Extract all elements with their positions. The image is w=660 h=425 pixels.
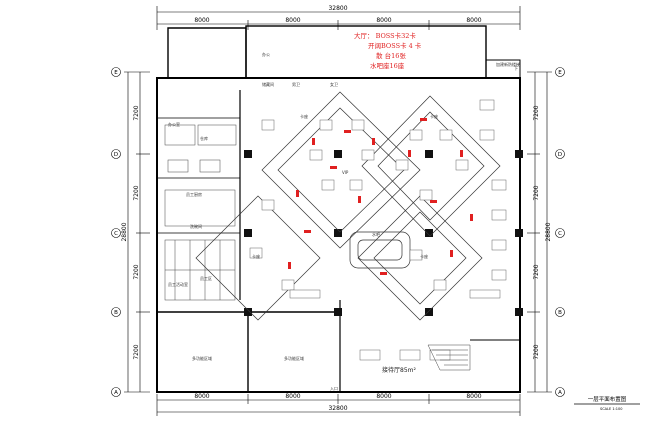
room-top-annex: 办公 (262, 51, 270, 57)
left-dim-3: 7200 (133, 264, 140, 279)
right-dim-1: 7200 (533, 105, 540, 120)
room-lower-a: 多功能区域 (192, 355, 212, 361)
structural-columns (244, 150, 523, 316)
room-vip: VIP (342, 170, 349, 175)
grid-right-b: B (558, 310, 562, 316)
left-dim-2: 7200 (133, 185, 140, 200)
top-dimension-chain: 32800 8000 8000 8000 8000 (156, 5, 521, 30)
right-dimension-chain: 7200 7200 7200 7200 28800 (527, 71, 552, 393)
corner-arrow: 下 (514, 66, 518, 71)
room-office: 办公室 (168, 121, 180, 127)
room-booth-b: 卡座 (430, 113, 438, 119)
right-dim-2: 7200 (533, 185, 540, 200)
right-total-dim: 28800 (545, 222, 552, 241)
grid-left-c: C (114, 231, 118, 237)
grid-left-e: E (114, 70, 118, 76)
room-lower-b: 多功能区域 (284, 355, 304, 361)
room-booth-c: 卡座 (252, 253, 260, 259)
room-booth-d: 卡座 (420, 253, 428, 259)
grid-axis-markers: E D C B A E D C B A (111, 67, 565, 397)
title-block: 一层平面布置图 SCALE 1:100 (574, 395, 640, 411)
bottom-dim-3: 8000 (376, 393, 391, 400)
bottom-dim-2: 8000 (285, 393, 300, 400)
grid-right-d: D (558, 152, 562, 158)
grid-right-e: E (558, 70, 562, 76)
room-lobby: 接待厅85m² (382, 366, 416, 374)
note-bars: 水吧座16座 (370, 61, 405, 70)
room-entrance: 入口 (330, 386, 338, 391)
room-kitchen: 员工厨房 (186, 191, 202, 197)
room-toilet-m: 男卫 (292, 82, 300, 87)
note-side: 开阔BOSS卡 4 卡 (368, 41, 422, 50)
room-staff-a: 员工活动室 (168, 281, 188, 287)
room-toilet-f: 女卫 (330, 81, 338, 87)
left-dim-4: 7200 (133, 344, 140, 359)
top-dim-2: 8000 (285, 17, 300, 24)
room-staff-b: 员工区 (200, 275, 212, 281)
left-service-rooms (164, 124, 237, 301)
drawing-title: 一层平面布置图 (588, 395, 627, 403)
room-labels: 办公 办公室 仓库 员工厨房 洗碗间 员工活动室 员工区 储藏间 男卫 女卫 V… (168, 51, 520, 391)
grid-right-a: A (558, 390, 562, 396)
lobby-stair (427, 344, 471, 371)
diamond-seating (195, 91, 501, 321)
right-dim-3: 7200 (533, 264, 540, 279)
left-total-dim: 28800 (121, 222, 128, 241)
top-dim-3: 8000 (376, 17, 391, 24)
left-dim-1: 7200 (133, 105, 140, 120)
grid-left-b: B (114, 310, 118, 316)
room-wash: 洗碗间 (190, 223, 202, 229)
room-bar: 水吧 (372, 231, 380, 237)
right-dim-4: 7200 (533, 344, 540, 359)
drawing-scale: SCALE 1:100 (600, 407, 622, 411)
grid-right-c: C (558, 231, 562, 237)
bottom-dim-1: 8000 (194, 393, 209, 400)
bottom-dim-4: 8000 (466, 393, 481, 400)
bottom-dimension-chain: 8000 8000 8000 8000 32800 (156, 393, 521, 416)
room-storage-a: 仓库 (200, 135, 208, 141)
seating-summary-notes: 大厅： BOSS卡32卡 开阔BOSS卡 4 卡 散 台16张 水吧座16座 (354, 31, 422, 70)
top-total-dim: 32800 (328, 5, 347, 12)
bottom-total-dim: 32800 (328, 405, 347, 412)
room-booth-a: 卡座 (300, 113, 308, 119)
grid-left-d: D (114, 152, 118, 158)
red-flow-markers (288, 118, 473, 275)
grid-left-a: A (114, 390, 118, 396)
corner-note: 加建新防楼梯 (496, 61, 520, 67)
left-dimension-chain: 28800 7200 7200 7200 7200 (121, 71, 150, 393)
top-dim-4: 8000 (466, 17, 481, 24)
note-tables: 散 台16张 (376, 51, 406, 60)
top-dim-1: 8000 (194, 17, 209, 24)
note-hall: 大厅： BOSS卡32卡 (354, 31, 416, 40)
room-storage-b: 储藏间 (262, 81, 274, 87)
